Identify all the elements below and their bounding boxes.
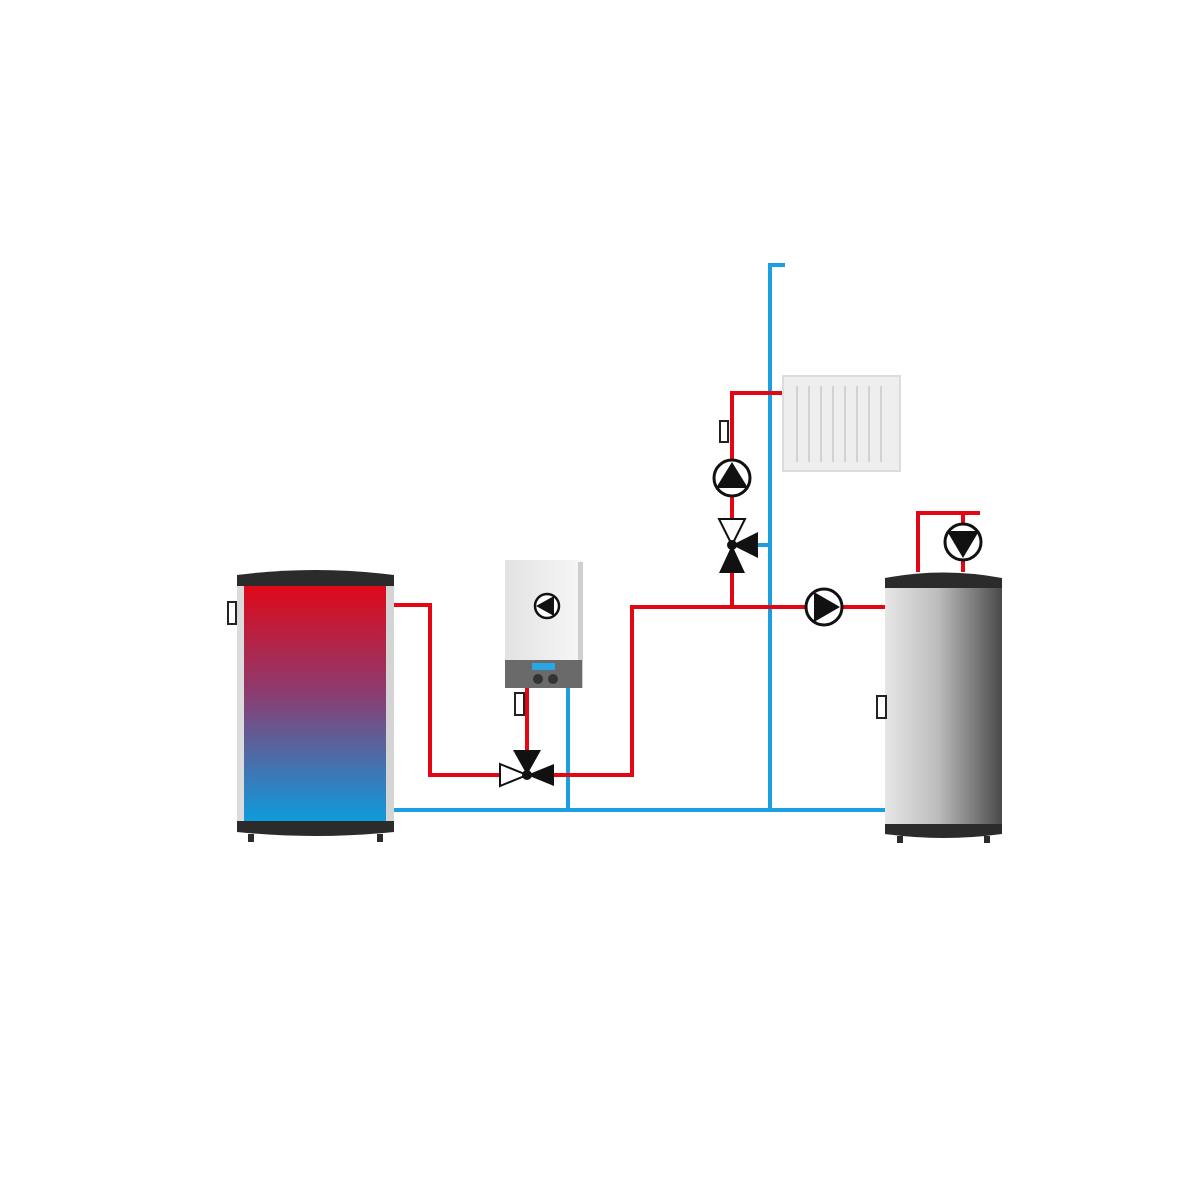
buffer-top-cap <box>237 570 394 586</box>
cold-return-pipes <box>394 263 885 812</box>
buffer-sensor-icon <box>227 601 237 625</box>
cylinder-top-cap <box>885 572 1002 588</box>
three-way-valve-icon <box>499 750 554 788</box>
radiator-sensor-icon <box>719 420 729 443</box>
hot-water-cylinder <box>885 572 1002 843</box>
cylinder-loop-pipe <box>916 511 980 572</box>
boiler-sensor-icon <box>514 692 525 716</box>
circulation-pump-icon <box>943 522 983 562</box>
buffer-to-valve-pipe <box>394 603 505 777</box>
wall-boiler <box>505 560 583 688</box>
boiler-display <box>532 663 555 670</box>
buffer-bottom-cap <box>237 821 394 836</box>
radiator <box>782 375 901 472</box>
cold-radiator-pipe <box>768 263 785 810</box>
boiler-pump-icon <box>533 592 561 620</box>
radiator-mixing-valve-icon <box>717 518 758 573</box>
buffer-tank <box>237 570 394 842</box>
boiler-knob[interactable] <box>548 674 558 684</box>
boiler-knob[interactable] <box>533 674 543 684</box>
radiator-pump-icon <box>712 458 752 498</box>
valve-to-main-pipe <box>548 605 885 777</box>
radiator-riser-pipe <box>730 391 783 607</box>
cylinder-charge-pump-icon <box>804 587 844 627</box>
cylinder-sensor-icon <box>876 695 887 719</box>
cylinder-bottom-cap <box>885 824 1002 838</box>
